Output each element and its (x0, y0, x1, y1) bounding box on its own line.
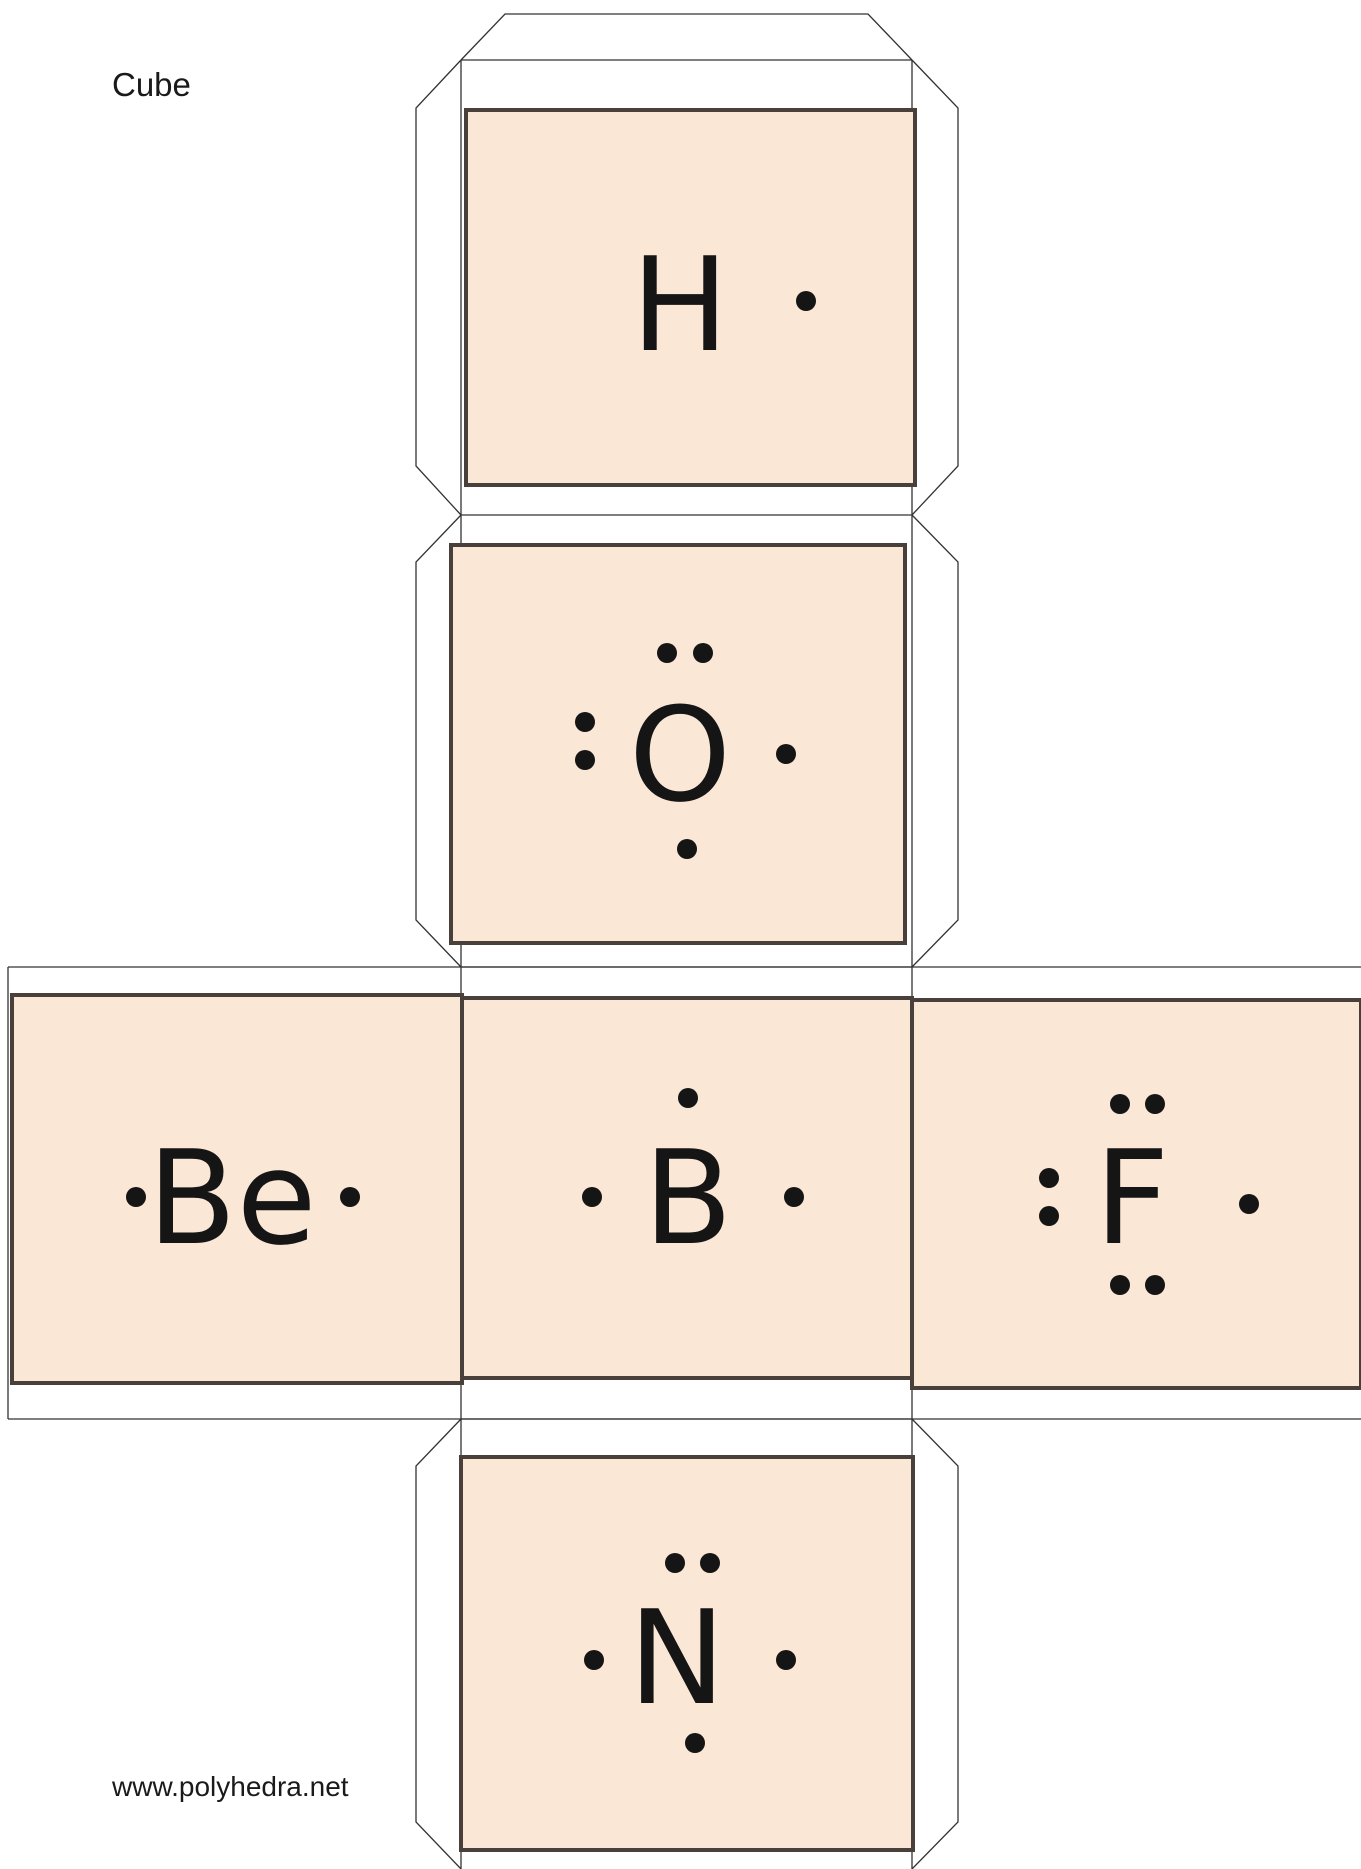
valence-electron-dot (700, 1553, 720, 1573)
valence-electron-dot (1110, 1094, 1130, 1114)
valence-electron-dot (784, 1187, 804, 1207)
face-upper: O (449, 543, 907, 945)
valence-electron-dot (582, 1187, 602, 1207)
glue-flap-top-right (911, 59, 959, 516)
valence-electron-dot (796, 291, 816, 311)
valence-electron-dot (1039, 1168, 1059, 1188)
valence-electron-dot (584, 1650, 604, 1670)
valence-electron-dot (1110, 1275, 1130, 1295)
valence-electron-dot (126, 1187, 146, 1207)
page-title: Cube (112, 66, 191, 103)
valence-electron-dot (1039, 1206, 1059, 1226)
valence-electron-dot (575, 712, 595, 732)
valence-electron-dot (1239, 1194, 1259, 1214)
valence-electron-dot (693, 643, 713, 663)
valence-electron-dot (677, 839, 697, 859)
face-left: Be (10, 993, 464, 1385)
face-center: B (460, 996, 914, 1380)
element-symbol-top: H (631, 229, 729, 381)
valence-electron-dot (340, 1187, 360, 1207)
glue-flap-top (460, 13, 913, 61)
element-symbol-center: B (643, 1122, 732, 1274)
glue-flap-upper-left (415, 514, 462, 968)
face-bottom-panel (459, 1455, 915, 1852)
face-left-panel (10, 993, 464, 1385)
face-upper-panel (449, 543, 907, 945)
valence-electron-dot (657, 643, 677, 663)
valence-electron-dot (776, 1650, 796, 1670)
glue-flap-upper-right (911, 514, 959, 968)
valence-electron-dot (575, 750, 595, 770)
element-symbol-left: Be (147, 1122, 316, 1274)
face-top-panel (464, 108, 917, 487)
face-top: H (464, 108, 917, 487)
glue-flap-bottom-left (415, 1418, 462, 1869)
element-symbol-upper: O (629, 679, 731, 831)
face-bottom: N (459, 1455, 915, 1852)
valence-electron-dot (776, 744, 796, 764)
face-right-panel (910, 998, 1361, 1390)
glue-flap-top-left (415, 59, 462, 516)
valence-electron-dot (678, 1088, 698, 1108)
footer-url: www.polyhedra.net (112, 1771, 349, 1802)
valence-electron-dot (685, 1733, 705, 1753)
valence-electron-dot (665, 1553, 685, 1573)
face-center-panel (460, 996, 914, 1380)
element-symbol-bottom: N (628, 1582, 725, 1734)
glue-flap-bottom-right (911, 1418, 959, 1869)
face-right: F (910, 998, 1361, 1390)
valence-electron-dot (1145, 1275, 1165, 1295)
valence-electron-dot (1145, 1094, 1165, 1114)
element-symbol-right: F (1095, 1122, 1170, 1274)
